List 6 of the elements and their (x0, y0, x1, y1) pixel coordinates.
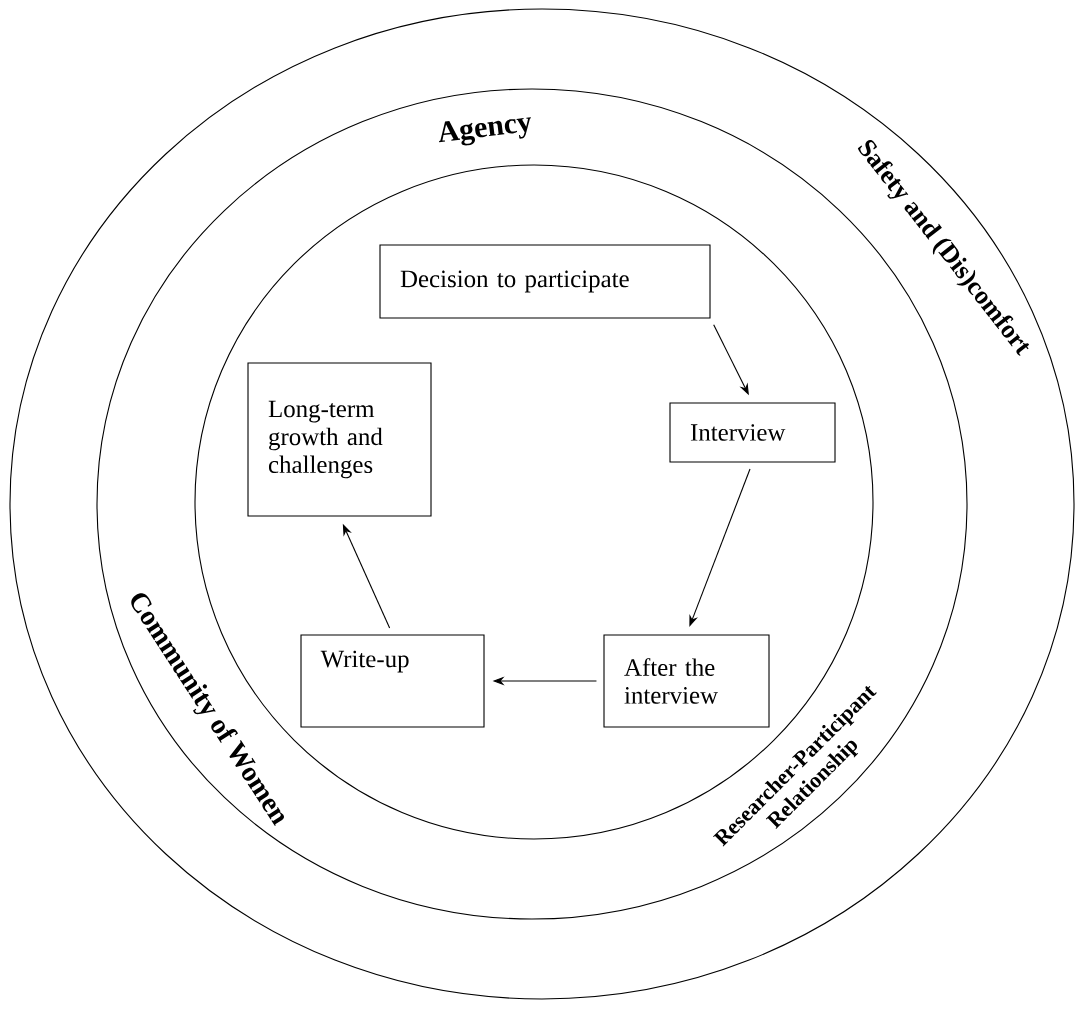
ring-label: Agency (439, 117, 531, 146)
process-box: Interview (669, 402, 836, 463)
process-box: Long-term growth and challenges (247, 362, 432, 517)
process-box: Decision to participate (379, 244, 711, 319)
process-box: Write-up (300, 634, 485, 728)
arrow (689, 468, 751, 627)
